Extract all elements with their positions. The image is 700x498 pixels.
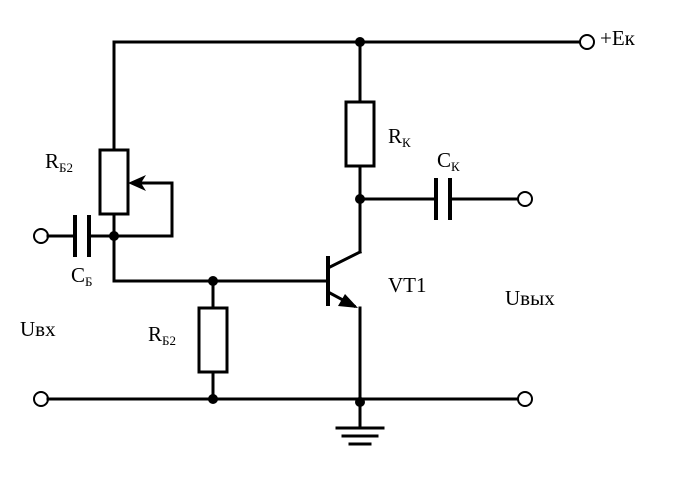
node-ground-left bbox=[208, 394, 218, 404]
supply-terminal[interactable] bbox=[579, 34, 595, 50]
ck-label: CК bbox=[437, 148, 460, 174]
output-voltage-label: Uвых bbox=[505, 286, 555, 310]
output-terminal-bottom[interactable] bbox=[517, 391, 533, 407]
supply-label: +Ек bbox=[600, 26, 636, 50]
transistor-label: VT1 bbox=[388, 273, 427, 297]
pot-wiper bbox=[134, 181, 174, 238]
resistor-rk bbox=[344, 100, 376, 168]
output-terminal-top[interactable] bbox=[517, 191, 533, 207]
rb2-bottom-label: RБ2 bbox=[148, 322, 176, 348]
input-terminal-bottom[interactable] bbox=[33, 391, 49, 407]
rb2-top-label: RБ2 bbox=[45, 149, 73, 175]
input-voltage-label: Uвх bbox=[20, 317, 56, 341]
ground-icon bbox=[335, 400, 385, 446]
wire-base-line bbox=[112, 234, 328, 283]
resistor-rb2-top bbox=[98, 148, 130, 216]
transistor-collector-lead bbox=[325, 249, 363, 271]
resistor-rb2-bottom bbox=[197, 306, 229, 374]
emitter-arrow-icon bbox=[338, 294, 358, 308]
rk-label: RК bbox=[388, 124, 411, 150]
input-terminal-top[interactable] bbox=[33, 228, 49, 244]
wiper-arrow-icon bbox=[128, 175, 146, 191]
cb-label: CБ bbox=[71, 263, 92, 289]
